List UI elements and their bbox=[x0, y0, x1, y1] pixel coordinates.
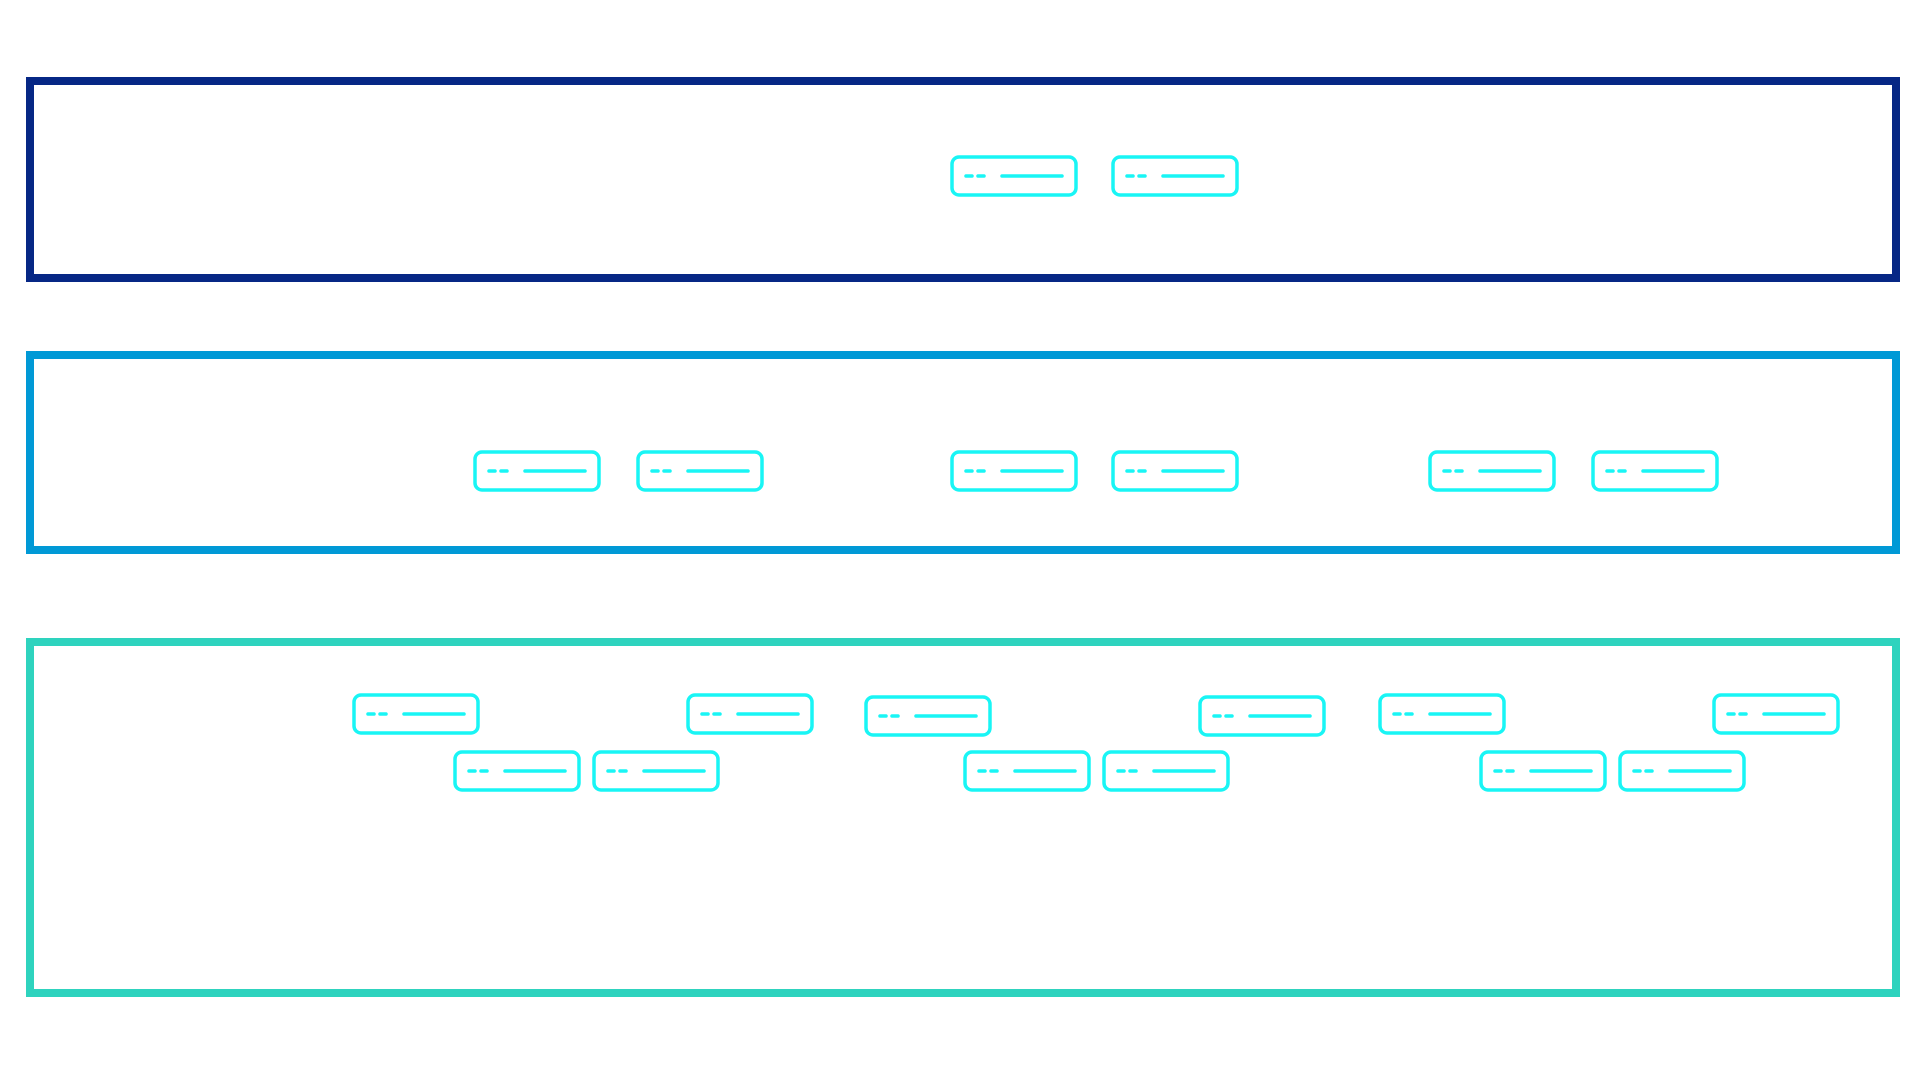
switch-body bbox=[1111, 155, 1239, 197]
network-switch-icon[interactable] bbox=[950, 450, 1078, 492]
tier-core-border bbox=[26, 77, 1900, 282]
switch-body bbox=[1712, 693, 1840, 735]
switch-body bbox=[1198, 695, 1326, 737]
network-switch-icon[interactable] bbox=[473, 450, 601, 492]
network-switch-icon[interactable] bbox=[1111, 450, 1239, 492]
switch-body bbox=[1111, 450, 1239, 492]
network-switch-icon[interactable] bbox=[636, 450, 764, 492]
switch-body bbox=[1428, 450, 1556, 492]
switch-body bbox=[963, 750, 1091, 792]
switch-body bbox=[1618, 750, 1746, 792]
network-switch-icon[interactable] bbox=[1378, 693, 1506, 735]
tier-access bbox=[26, 638, 1900, 997]
switch-body bbox=[864, 695, 992, 737]
network-switch-icon[interactable] bbox=[592, 750, 720, 792]
tier-core bbox=[26, 77, 1900, 282]
switch-body bbox=[1591, 450, 1719, 492]
network-switch-icon[interactable] bbox=[1618, 750, 1746, 792]
network-switch-icon[interactable] bbox=[1111, 155, 1239, 197]
network-switch-icon[interactable] bbox=[453, 750, 581, 792]
switch-body bbox=[592, 750, 720, 792]
switch-body bbox=[352, 693, 480, 735]
network-switch-icon[interactable] bbox=[1198, 695, 1326, 737]
network-switch-icon[interactable] bbox=[352, 693, 480, 735]
network-switch-icon[interactable] bbox=[686, 693, 814, 735]
switch-body bbox=[636, 450, 764, 492]
tier-access-border bbox=[26, 638, 1900, 997]
network-switch-icon[interactable] bbox=[1712, 693, 1840, 735]
tier-aggregation-border bbox=[26, 351, 1900, 554]
network-switch-icon[interactable] bbox=[950, 155, 1078, 197]
network-switch-icon[interactable] bbox=[1102, 750, 1230, 792]
network-switch-icon[interactable] bbox=[963, 750, 1091, 792]
network-switch-icon[interactable] bbox=[1479, 750, 1607, 792]
network-switch-icon[interactable] bbox=[1428, 450, 1556, 492]
switch-body bbox=[473, 450, 601, 492]
network-switch-icon[interactable] bbox=[1591, 450, 1719, 492]
switch-body bbox=[1378, 693, 1506, 735]
network-switch-icon[interactable] bbox=[864, 695, 992, 737]
switch-body bbox=[686, 693, 814, 735]
tier-aggregation bbox=[26, 351, 1900, 554]
switch-body bbox=[950, 450, 1078, 492]
switch-body bbox=[453, 750, 581, 792]
switch-body bbox=[1102, 750, 1230, 792]
switch-body bbox=[1479, 750, 1607, 792]
switch-body bbox=[950, 155, 1078, 197]
